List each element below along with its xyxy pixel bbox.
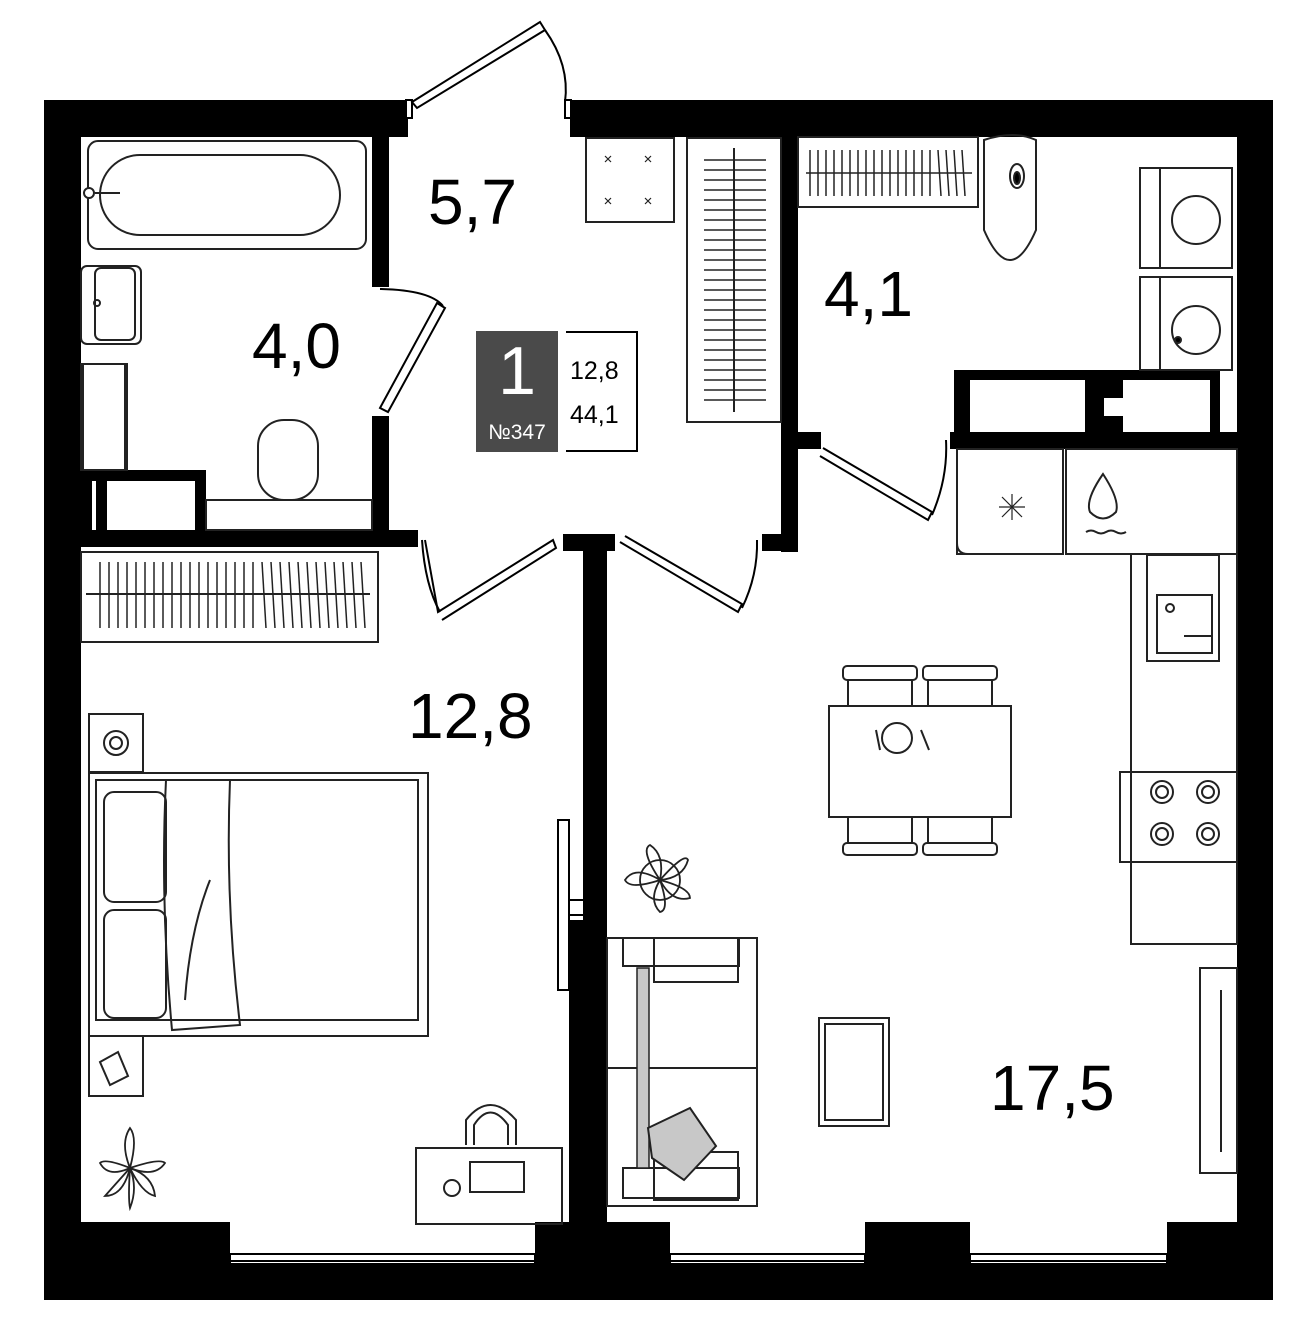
hanger-line — [297, 561, 303, 629]
hanger-line — [279, 561, 285, 629]
hanger-line — [288, 561, 294, 629]
walls — [44, 100, 1273, 1300]
laundry-shelf-lines — [806, 149, 972, 197]
room-area-hallway: 5,7 — [428, 166, 517, 238]
room-area-bedroom: 12,8 — [408, 680, 533, 752]
hanger-line — [324, 561, 330, 629]
room-count: 1 — [498, 333, 536, 409]
bedroom-wardrobe-hangers — [99, 561, 366, 629]
total-area-value: 44,1 — [570, 401, 619, 429]
area-summary: 12,8 44,1 — [566, 331, 638, 452]
room-area-bathroom: 4,0 — [252, 310, 341, 382]
hanger-line — [306, 561, 312, 629]
apartment-number: №347 — [488, 421, 546, 444]
doors — [375, 20, 948, 991]
apartment-badge: 1 №347 — [476, 331, 558, 452]
bedroom-furniture — [80, 551, 563, 1225]
cushion-icon — [646, 1106, 718, 1182]
windows — [229, 1253, 1168, 1269]
hanger-line — [315, 561, 321, 629]
hanger-line — [342, 561, 348, 629]
hanger-line — [351, 561, 357, 629]
bathroom-fixtures — [80, 140, 373, 531]
plant-icon-living — [623, 843, 691, 913]
kitchen-living-furniture — [606, 448, 1238, 1207]
room-area-laundry: 4,1 — [824, 258, 913, 330]
living-area-value: 12,8 — [570, 357, 619, 385]
plant-icon-bedroom — [98, 1126, 167, 1212]
hanger-line — [261, 561, 267, 629]
hanger-line — [360, 561, 366, 629]
wardrobe-hangers — [704, 159, 766, 401]
laundry-fixtures — [797, 134, 1233, 371]
hanger-line — [270, 561, 276, 629]
hanger-line — [333, 561, 339, 629]
room-area-kitchen-living: 17,5 — [990, 1052, 1115, 1124]
sofa-back — [636, 967, 650, 1169]
